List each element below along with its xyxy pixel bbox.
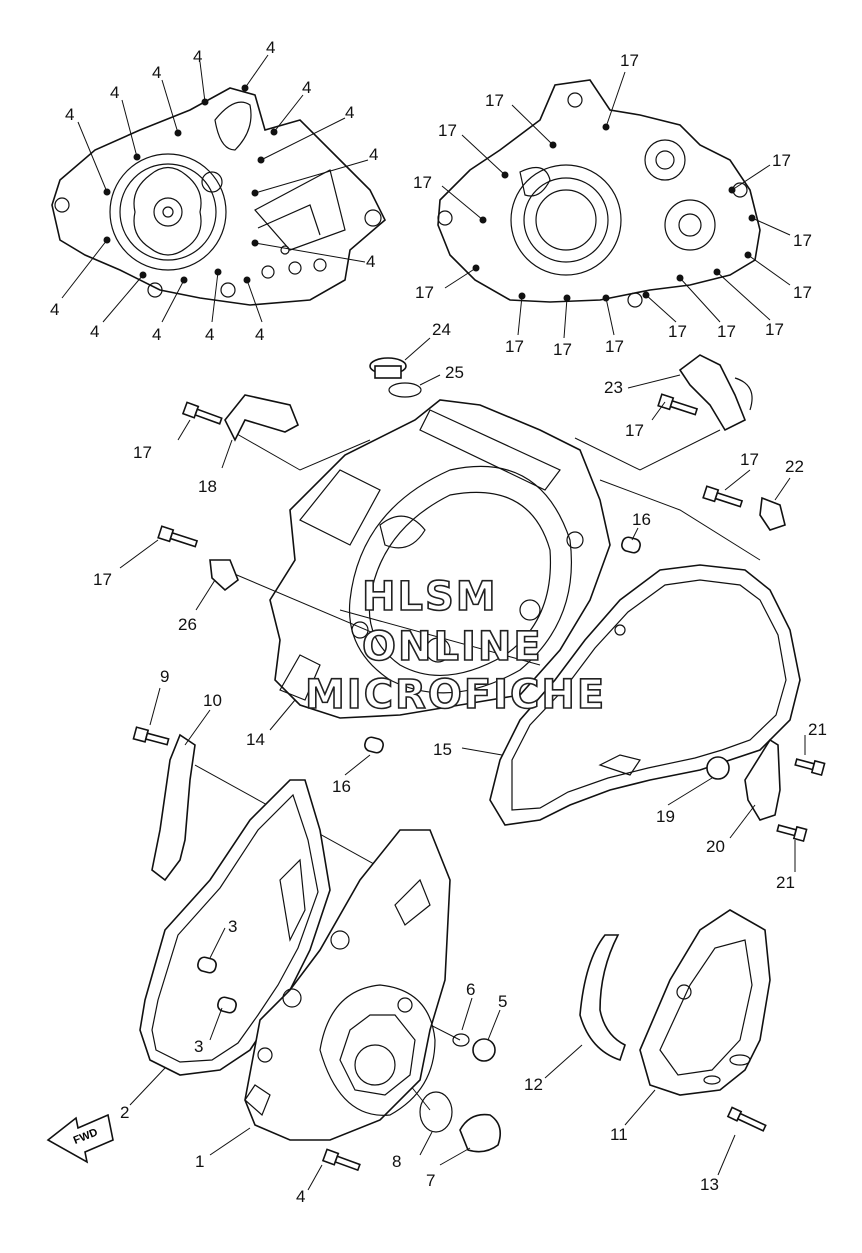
- callout-4: 4: [152, 325, 161, 344]
- callout-17: 17: [605, 337, 624, 356]
- callout-23: 23: [604, 378, 623, 397]
- callout-4: 4: [152, 63, 161, 82]
- callout-22: 22: [785, 457, 804, 476]
- callout-17: 17: [485, 91, 504, 110]
- callout-4: 4: [90, 322, 99, 341]
- callout-17: 17: [505, 337, 524, 356]
- callout-24: 24: [432, 320, 451, 339]
- callout-leaders: [119, 337, 806, 1191]
- callout-3: 3: [228, 917, 237, 936]
- fwd-arrow: FWD: [46, 1113, 114, 1164]
- small-parts: [197, 357, 786, 1153]
- watermark: HLSM ONLINE MICROFICHE: [304, 573, 606, 719]
- callout-12: 12: [524, 1075, 543, 1094]
- callout-4: 4: [366, 252, 375, 271]
- bracket-20: [744, 738, 781, 821]
- clutch-cover-1: [244, 829, 451, 1141]
- callout-17: 17: [772, 151, 791, 170]
- callout-17: 17: [413, 173, 432, 192]
- callout-9: 9: [160, 667, 169, 686]
- bolt-locations-4: [61, 54, 369, 323]
- callout-17: 17: [415, 283, 434, 302]
- plate-10: [151, 733, 196, 882]
- callout-4: 4: [302, 78, 311, 97]
- callout-4: 4: [345, 103, 354, 122]
- callout-17: 17: [717, 322, 736, 341]
- callout-17: 17: [793, 283, 812, 302]
- callout-4: 4: [296, 1187, 305, 1206]
- callout-17: 17: [793, 231, 812, 250]
- callout-14: 14: [246, 730, 265, 749]
- callout-7: 7: [426, 1171, 435, 1190]
- callout-3: 3: [194, 1037, 203, 1056]
- callout-5: 5: [498, 992, 507, 1011]
- callout-15: 15: [433, 740, 452, 759]
- callout-4: 4: [266, 38, 275, 57]
- callout-4: 4: [110, 83, 119, 102]
- callout-4: 4: [50, 300, 59, 319]
- callout-8: 8: [392, 1152, 401, 1171]
- callout-26: 26: [178, 615, 197, 634]
- bolt-locations-17: [441, 71, 791, 339]
- callout-17: 17: [625, 421, 644, 440]
- callout-17: 17: [765, 320, 784, 339]
- callout-4: 4: [65, 105, 74, 124]
- right-crankcase-outline: [437, 79, 761, 308]
- callout-2: 2: [120, 1103, 129, 1122]
- sprocket-cover-11: [639, 909, 771, 1096]
- callout-18: 18: [198, 477, 217, 496]
- callout-4: 4: [255, 325, 264, 344]
- callout-21: 21: [776, 873, 795, 892]
- watermark-line-3: MICROFICHE: [305, 672, 606, 718]
- callout-17: 17: [438, 121, 457, 140]
- callout-17: 17: [620, 51, 639, 70]
- callout-1: 1: [195, 1152, 204, 1171]
- callout-13: 13: [700, 1175, 719, 1194]
- callout-4: 4: [205, 325, 214, 344]
- callout-17: 17: [740, 450, 759, 469]
- watermark-line-2: ONLINE: [362, 624, 543, 670]
- callout-17: 17: [93, 570, 112, 589]
- callout-19: 19: [656, 807, 675, 826]
- callout-16: 16: [332, 777, 351, 796]
- guide-12: [579, 934, 626, 1062]
- bracket-23: [678, 354, 753, 432]
- callout-17: 17: [553, 340, 572, 359]
- callout-21: 21: [808, 720, 827, 739]
- callout-25: 25: [445, 363, 464, 382]
- callout-10: 10: [203, 691, 222, 710]
- bracket-18: [224, 394, 300, 442]
- watermark-line-1: HLSM: [362, 574, 498, 620]
- callout-6: 6: [466, 980, 475, 999]
- callout-20: 20: [706, 837, 725, 856]
- crankcase-body: [269, 399, 611, 719]
- callout-17: 17: [668, 322, 687, 341]
- callout-16: 16: [632, 510, 651, 529]
- callout-17: 17: [133, 443, 152, 462]
- callout-11: 11: [610, 1125, 628, 1144]
- callout-4: 4: [369, 145, 378, 164]
- callout-labels: 4 4 4 4 4 4 4 4 4 4 4 4 4 4 17 17 17 17 …: [50, 38, 827, 1206]
- callout-4: 4: [193, 47, 202, 66]
